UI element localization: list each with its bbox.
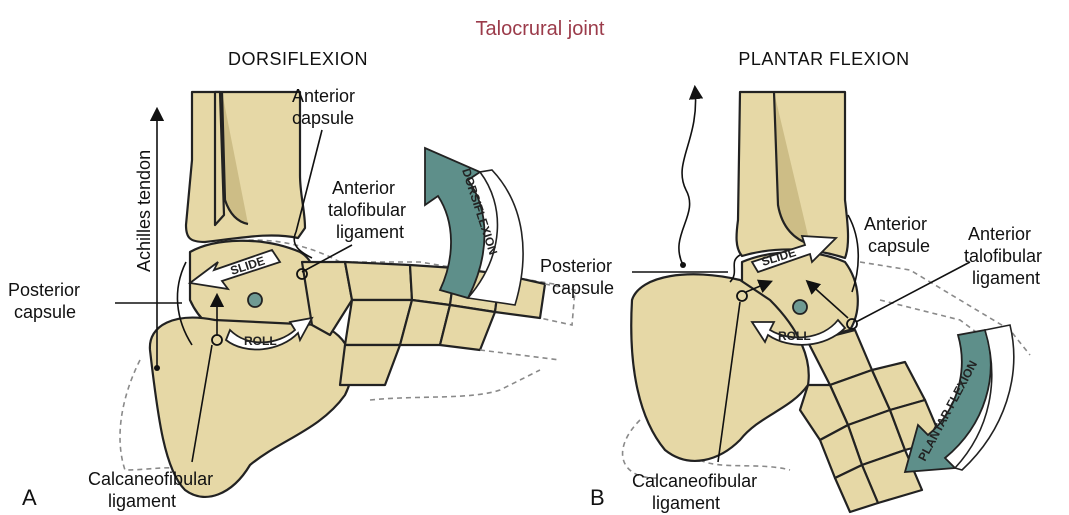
panel-b-achilles-anchor [680, 262, 686, 268]
panel-b-anterior-capsule-label-1: Anterior [864, 214, 927, 234]
panel-a-cuneiform [345, 262, 412, 300]
panel-b-axis-dot [793, 300, 807, 314]
panel-b-calcaneofibular-label-1: Calcaneofibular [632, 471, 757, 491]
panel-a-achilles-anchor [154, 365, 160, 371]
panel-a-heading: DORSIFLEXION [228, 49, 368, 69]
panel-b-heading: PLANTAR FLEXION [738, 49, 909, 69]
panel-b-posterior-capsule-label-2: capsule [552, 278, 614, 298]
panel-a-anterior-talofibular-label-1: Anterior [332, 178, 395, 198]
panel-a-calcaneofibular-label-2: ligament [108, 491, 176, 511]
panel-b: PLANTAR FLEXION SLIDE ROLL [540, 49, 1042, 513]
panel-b-achilles-tendon-line [679, 88, 696, 265]
panel-b-anterior-talofibular-leader [856, 262, 970, 322]
panel-b-anterior-talofibular-label-1: Anterior [968, 224, 1031, 244]
panel-a-tarsal-lower [340, 345, 400, 385]
panel-a-achilles-label: Achilles tendon [134, 150, 154, 272]
panel-a-anterior-capsule-label-2: capsule [292, 108, 354, 128]
panel-b-calcaneofibular-label-2: ligament [652, 493, 720, 513]
panel-a-calcaneofibular-label-1: Calcaneofibular [88, 469, 213, 489]
panel-a-roll-label: ROLL [244, 334, 277, 348]
panel-a-metatarsal-4 [440, 305, 495, 350]
panel-b-roll-label: ROLL [778, 329, 811, 343]
panel-b-anterior-talofibular-label-3: ligament [972, 268, 1040, 288]
panel-a: DORSIFLEXION SLIDE ROL [8, 49, 575, 511]
panel-b-anterior-talofibular-label-2: talofibular [964, 246, 1042, 266]
panel-a-posterior-capsule-label-2: capsule [14, 302, 76, 322]
panel-a-axis-dot [248, 293, 262, 307]
panel-b-letter: B [590, 485, 605, 510]
panel-b-posterior-capsule-label-1: Posterior [540, 256, 612, 276]
panel-a-anterior-capsule-label-1: Anterior [292, 86, 355, 106]
panel-a-anterior-talofibular-label-2: talofibular [328, 200, 406, 220]
figure-title: Talocrural joint [476, 18, 605, 40]
panel-b-anterior-capsule-label-2: capsule [868, 236, 930, 256]
panel-a-anterior-talofibular-label-3: ligament [336, 222, 404, 242]
panel-a-posterior-capsule-label-1: Posterior [8, 280, 80, 300]
panel-a-letter: A [22, 485, 37, 510]
